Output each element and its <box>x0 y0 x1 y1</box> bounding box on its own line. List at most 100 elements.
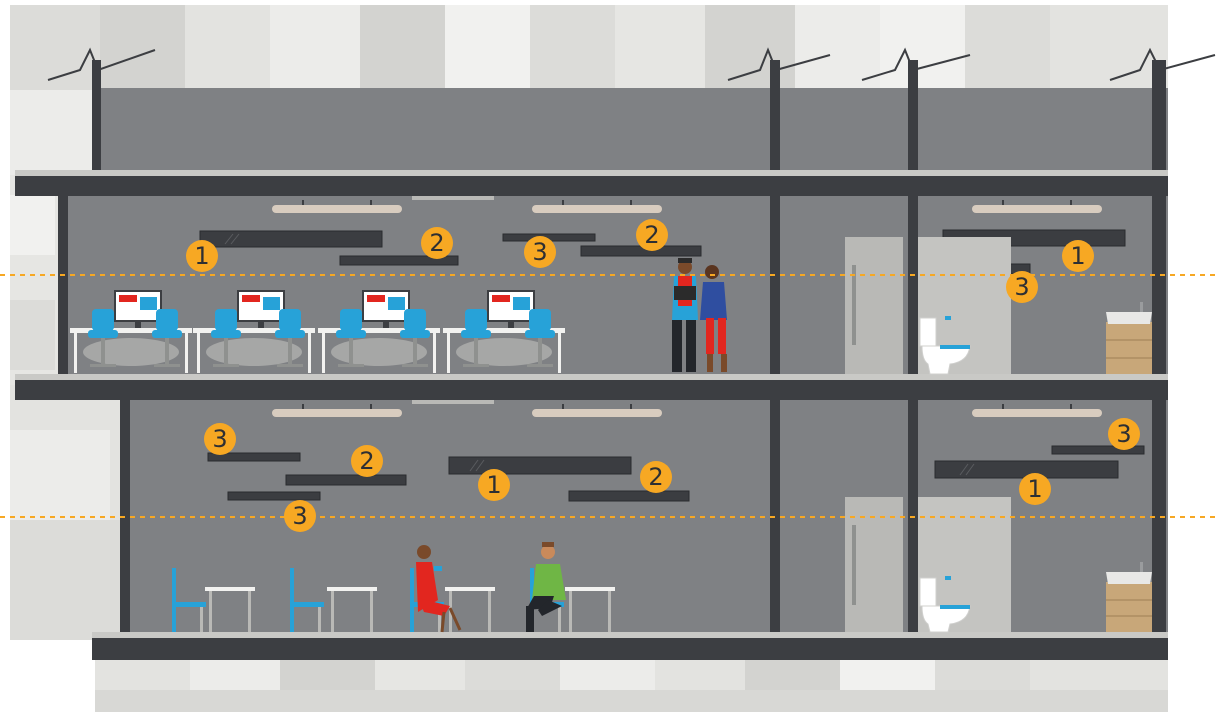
chair-back <box>156 309 178 331</box>
office-chair-icon <box>400 309 430 367</box>
chair-base <box>90 364 116 367</box>
office-chair-icon <box>211 309 241 367</box>
chair-back <box>465 309 487 331</box>
chair-back <box>215 309 237 331</box>
cafe-chair-seat <box>172 602 206 607</box>
marker-9: 1 <box>478 469 510 501</box>
chair-base <box>154 364 180 367</box>
marker-layer: 1 2 3 2 1 3 3 2 1 2 3 3 1 <box>186 219 1140 532</box>
svg-text:3: 3 <box>532 238 547 266</box>
desk-leg <box>197 333 200 373</box>
chair-post <box>413 338 417 364</box>
marker-10: 2 <box>640 461 672 493</box>
chair-back <box>404 309 426 331</box>
office-chair-icon <box>525 309 555 367</box>
desk-leg <box>322 333 325 373</box>
lower-restroom <box>845 497 1152 633</box>
table-leg <box>488 591 491 632</box>
svg-text:1: 1 <box>1027 475 1042 503</box>
marker-7: 3 <box>204 423 236 455</box>
chair-seat <box>525 330 555 338</box>
desk-leg <box>308 333 311 373</box>
upper-restroom <box>845 237 1152 375</box>
chair-base <box>277 364 303 367</box>
person-icon <box>526 542 566 632</box>
duct-highlights <box>224 233 975 476</box>
chair-seat <box>336 330 366 338</box>
marker-6: 3 <box>1006 271 1038 303</box>
svg-text:3: 3 <box>212 425 227 453</box>
chair-back <box>340 309 362 331</box>
svg-text:3: 3 <box>1116 420 1131 448</box>
chair-back <box>279 309 301 331</box>
upper-columns <box>58 196 1166 374</box>
marker-1: 1 <box>186 240 218 272</box>
desk-shadow <box>456 338 552 366</box>
marker-12: 3 <box>1108 418 1140 450</box>
svg-text:3: 3 <box>292 502 307 530</box>
chair-base <box>402 364 428 367</box>
sink-icon <box>1106 302 1152 374</box>
desk-icon <box>443 328 565 333</box>
roof-slab <box>15 176 1168 196</box>
desk-shadow <box>83 338 179 366</box>
person-icon <box>672 258 727 372</box>
monitor-stand <box>508 321 514 328</box>
marker-2: 2 <box>421 227 453 259</box>
monitor-screen-block <box>492 295 510 302</box>
office-chair-icon <box>275 309 305 367</box>
antenna-masts <box>92 60 1166 172</box>
chair-seat <box>461 330 491 338</box>
svg-text:1: 1 <box>194 242 209 270</box>
office-chair-icon <box>88 309 118 367</box>
chair-seat <box>88 330 118 338</box>
desk-leg <box>447 333 450 373</box>
workstation-row <box>70 290 565 373</box>
chair-post <box>474 338 478 364</box>
cafe-table-icon <box>445 587 495 591</box>
svg-text:3: 3 <box>1014 273 1029 301</box>
monitor-screen-block <box>367 295 385 302</box>
desk-shadow <box>331 338 427 366</box>
svg-text:1: 1 <box>486 471 501 499</box>
desk-leg <box>433 333 436 373</box>
marker-8: 2 <box>351 445 383 477</box>
table-leg <box>569 591 572 632</box>
chair-base <box>463 364 489 367</box>
cafe-chair-seat <box>290 602 324 607</box>
workstation <box>443 290 565 373</box>
chair-post <box>349 338 353 364</box>
monitor-screen-block <box>388 297 405 310</box>
workstation <box>193 290 315 373</box>
office-chair-icon <box>152 309 182 367</box>
attic-wall <box>92 88 1168 170</box>
chair-base <box>527 364 553 367</box>
svg-text:1: 1 <box>1070 242 1085 270</box>
monitor-screen-block <box>263 297 280 310</box>
sink-icon <box>1106 562 1152 632</box>
desk-shadow <box>206 338 302 366</box>
svg-text:2: 2 <box>359 447 374 475</box>
chair-base <box>338 364 364 367</box>
marker-4: 2 <box>636 219 668 251</box>
monitor-screen-block <box>513 297 530 310</box>
chair-seat <box>275 330 305 338</box>
monitor-stand <box>258 321 264 328</box>
monitor-screen-block <box>242 295 260 302</box>
desk-leg <box>74 333 77 373</box>
computer-monitor-icon <box>362 290 410 322</box>
monitor-stand <box>383 321 389 328</box>
cafe-table-icon <box>327 587 377 591</box>
cafe-chair-icon <box>410 568 414 632</box>
upper-floor-top <box>15 374 1168 380</box>
cafe-table-icon <box>565 587 615 591</box>
cafe-chair-leg <box>200 607 203 632</box>
monitor-screen-block <box>140 297 157 310</box>
desk-leg <box>558 333 561 373</box>
cafe-chair-leg <box>558 607 561 632</box>
cafe-chair-leg <box>318 607 321 632</box>
chair-post <box>538 338 542 364</box>
workstation <box>318 290 440 373</box>
